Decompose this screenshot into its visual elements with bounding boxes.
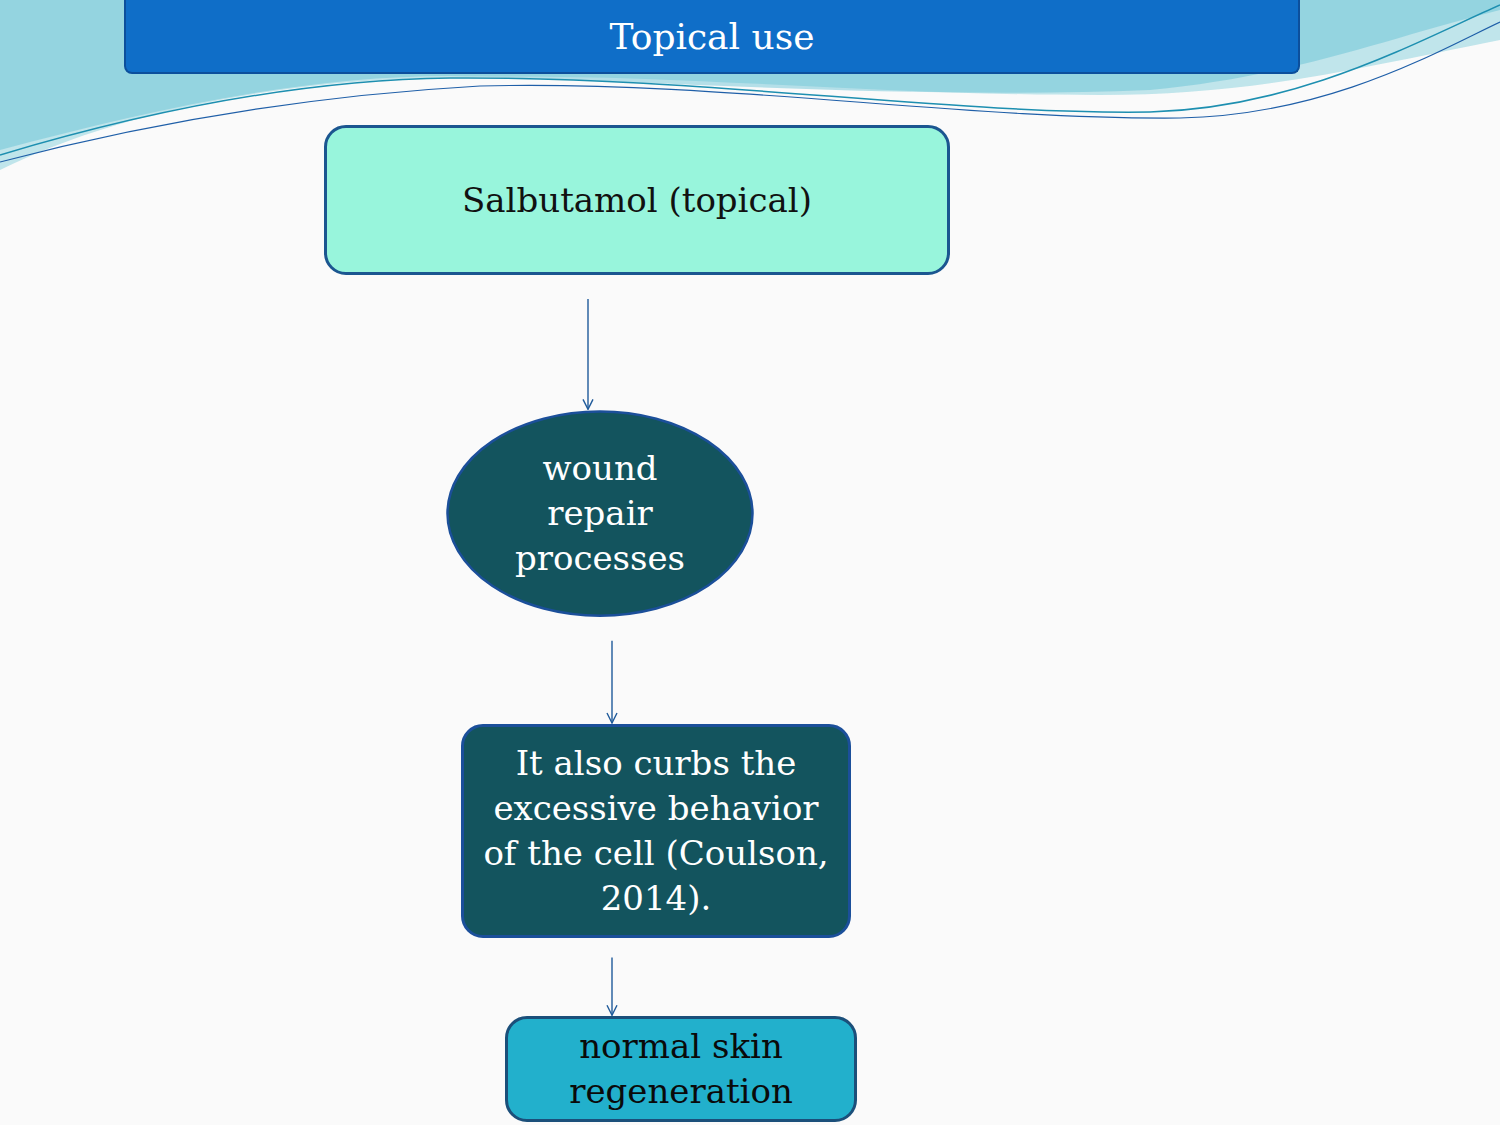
text-stack: wound repair processes [500,446,700,581]
flow-arrow [587,299,588,409]
node-label: normal skin regeneration [521,1024,841,1114]
process-box: It also curbs the excessive behavior of … [461,724,851,938]
flow-arrow [611,641,612,723]
text-stack: It also curbs the excessive behavior of … [481,741,831,921]
result-box: normal skin regeneration [505,1016,857,1122]
title-text: Topical use [610,16,815,57]
node-label: Salbutamol (topical) [462,178,812,223]
node-label: wound repair processes [500,446,700,581]
text-stack: Salbutamol (topical) [462,178,812,223]
title-bar: Topical use [124,0,1300,74]
text-stack: normal skin regeneration [521,1024,841,1114]
start-box: Salbutamol (topical) [324,125,950,275]
flow-arrow [611,958,612,1016]
process-ellipse: wound repair processes [446,410,754,617]
node-label: It also curbs the excessive behavior of … [481,741,831,921]
